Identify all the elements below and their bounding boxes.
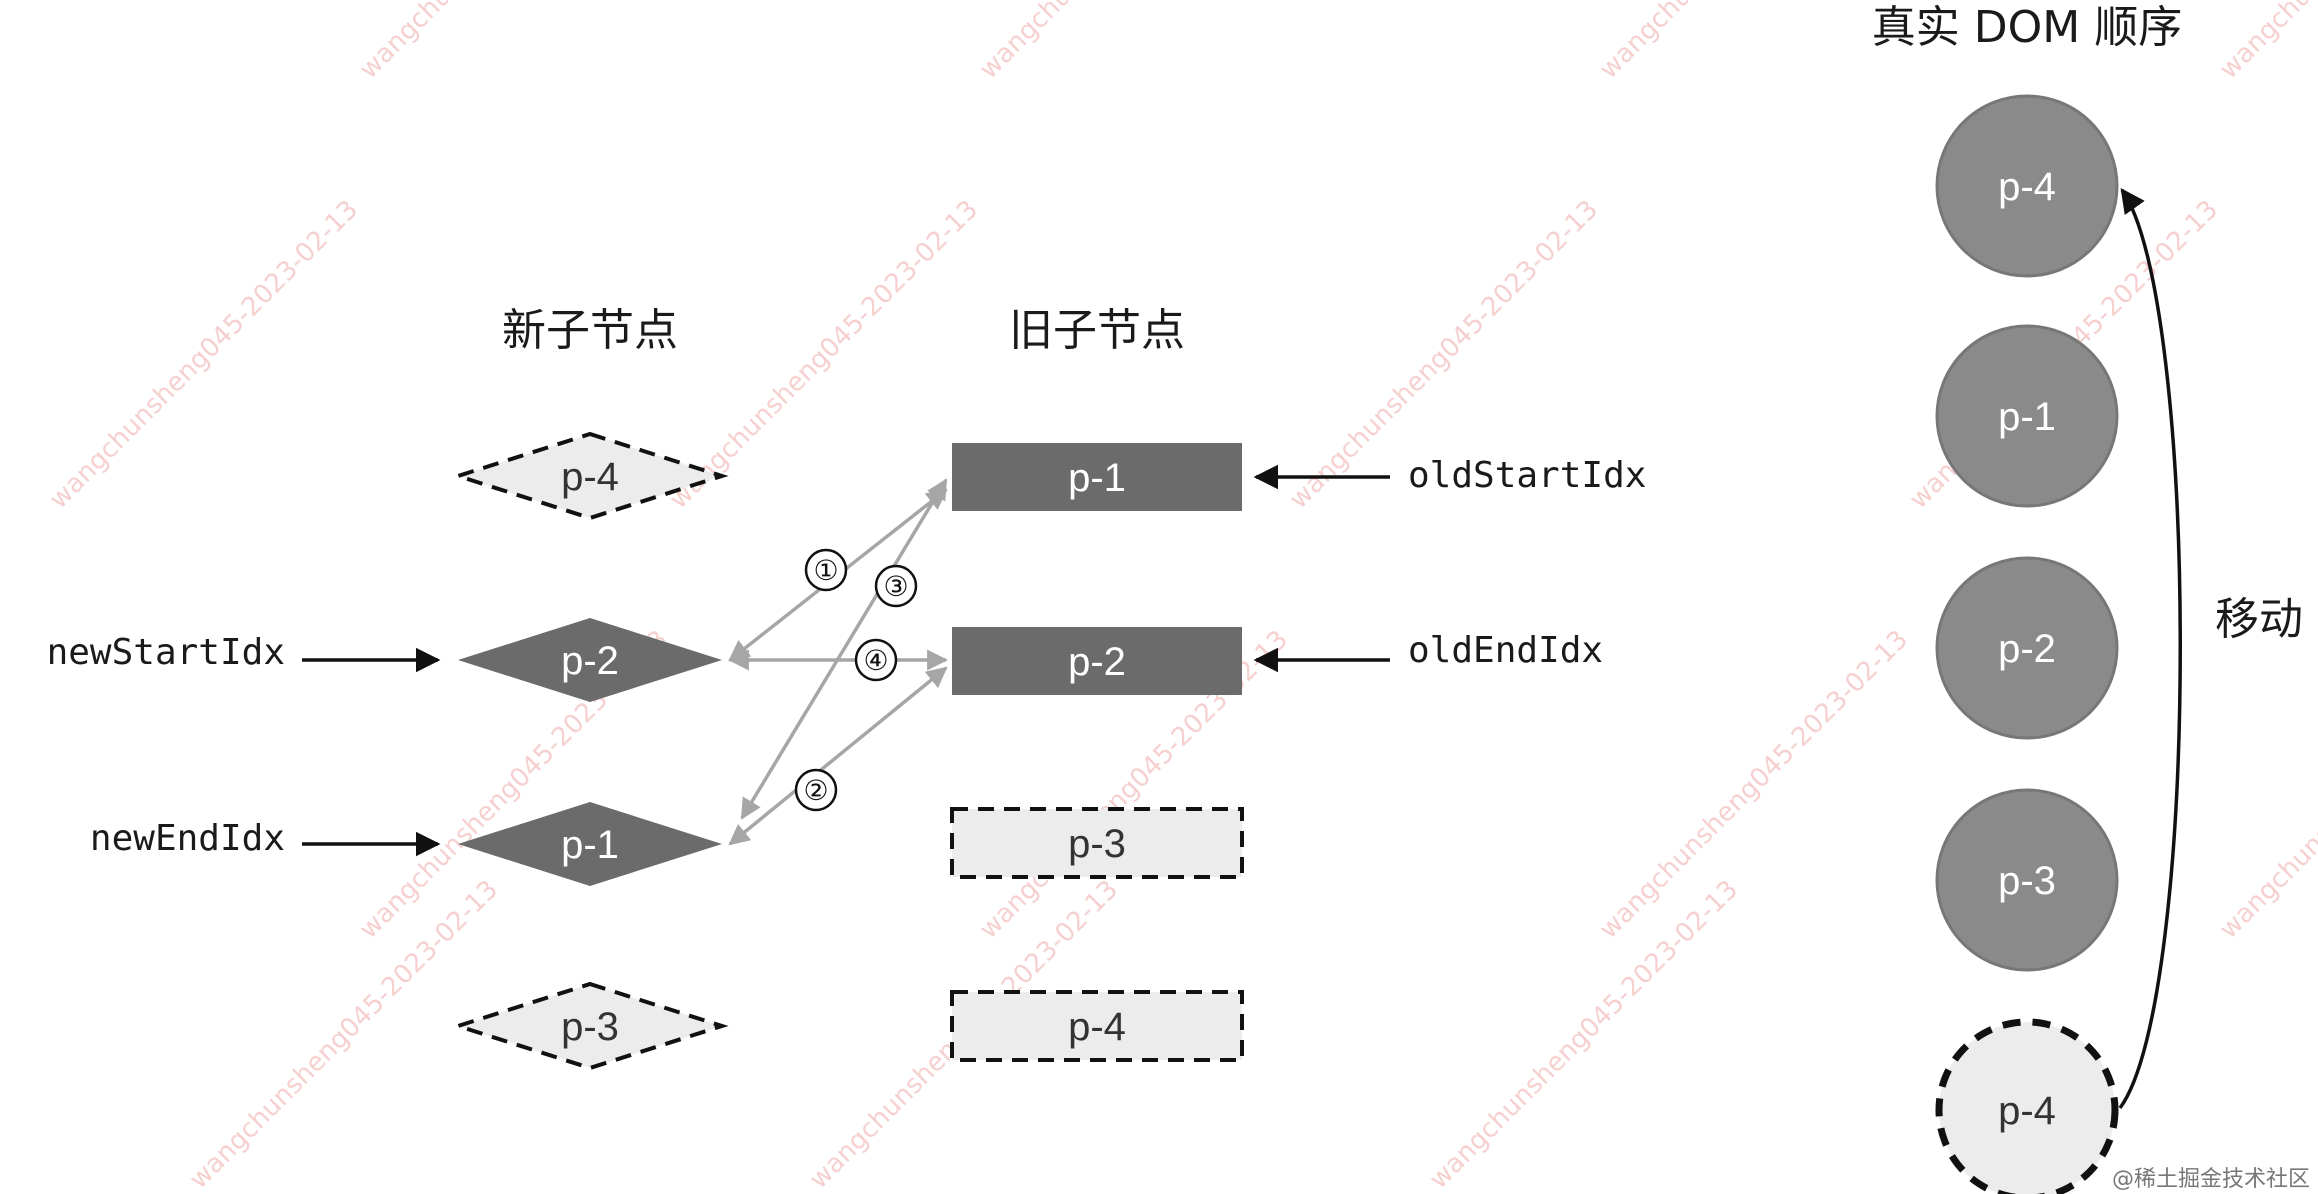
step-label-3 xyxy=(874,564,918,608)
step-number-4: ④ xyxy=(863,644,888,677)
new-node-p4: p-4 xyxy=(451,431,729,521)
old-node-label: p-4 xyxy=(1068,1005,1126,1049)
new-node-label: p-3 xyxy=(561,1005,619,1049)
dom-node-label: p-4 xyxy=(1998,165,2056,209)
watermark: wangchunsheng045-2023-02-13 xyxy=(184,875,504,1194)
step-label-2 xyxy=(794,768,838,812)
compare-arrow-3 xyxy=(740,478,948,820)
dom-node-p1: p-1 xyxy=(1935,324,2119,508)
dom-node-label: p-1 xyxy=(1998,395,2056,439)
dom-node-p3: p-3 xyxy=(1935,788,2119,972)
source-credit: @稀土掘金技术社区 xyxy=(2112,1167,2310,1192)
watermark: wangchunsheng045-2023-02-13 xyxy=(664,195,984,515)
watermark: wangchunsheng045-2023-02-13 xyxy=(44,195,364,515)
dom-node-p4: p-4 xyxy=(1935,94,2119,278)
heading-real-dom-order: 真实 DOM 顺序 xyxy=(1872,2,2182,53)
watermark: wangchunsheng045-2023-02-13 xyxy=(1424,875,1744,1194)
old-node-p1: p-1 xyxy=(952,443,1242,511)
step-label-1 xyxy=(804,548,848,592)
heading-new-children: 新子节点 xyxy=(502,305,678,356)
new-node-p2: p-2 xyxy=(458,618,722,702)
old-node-label: p-3 xyxy=(1068,822,1126,866)
step-label-4 xyxy=(854,638,898,682)
new-node-p3: p-3 xyxy=(451,981,729,1071)
compare-arrow-2 xyxy=(728,666,948,846)
step-number-1: ① xyxy=(813,554,838,587)
new-node-p1: p-1 xyxy=(458,802,722,886)
pointer-old-end: oldEndIdx xyxy=(1408,630,1603,671)
old-node-p3: p-3 xyxy=(950,807,1244,879)
new-node-label: p-1 xyxy=(561,823,619,867)
old-node-p2: p-2 xyxy=(952,627,1242,695)
old-node-label: p-1 xyxy=(1068,456,1126,500)
old-node-label: p-2 xyxy=(1068,640,1126,684)
move-arrow xyxy=(2118,187,2182,1110)
heading-old-children: 旧子节点 xyxy=(1009,305,1185,356)
step-number-3: ③ xyxy=(883,570,908,603)
watermark: wangchunsheng045-2023-02-13 xyxy=(2214,0,2318,85)
watermark: wangchunsheng045-2023-02-13 xyxy=(1594,0,1914,85)
watermark: wangchunsheng045-2023-02-13 xyxy=(974,0,1294,85)
old-node-p4: p-4 xyxy=(950,990,1244,1062)
step-number-2: ② xyxy=(803,774,828,807)
pointer-new-end: newEndIdx xyxy=(90,818,285,859)
dom-node-label: p-2 xyxy=(1998,627,2056,671)
move-label: 移动 xyxy=(2215,594,2303,645)
dom-node-p4-old: p-4 xyxy=(1935,1018,2119,1194)
watermark: wangchunsheng045-2023-02-13 xyxy=(354,0,674,85)
dom-node-label: p-4 xyxy=(1998,1089,2056,1133)
new-node-label: p-2 xyxy=(561,639,619,683)
pointer-old-start: oldStartIdx xyxy=(1408,455,1646,496)
pointer-new-start: newStartIdx xyxy=(47,632,285,673)
new-node-label: p-4 xyxy=(561,455,619,499)
dom-node-p2: p-2 xyxy=(1935,556,2119,740)
watermark: wangchunsheng045-2023-02-13 xyxy=(1594,625,1914,945)
dom-node-label: p-3 xyxy=(1998,859,2056,903)
watermark: wangchunsheng045-2023-02-13 xyxy=(2214,625,2318,945)
